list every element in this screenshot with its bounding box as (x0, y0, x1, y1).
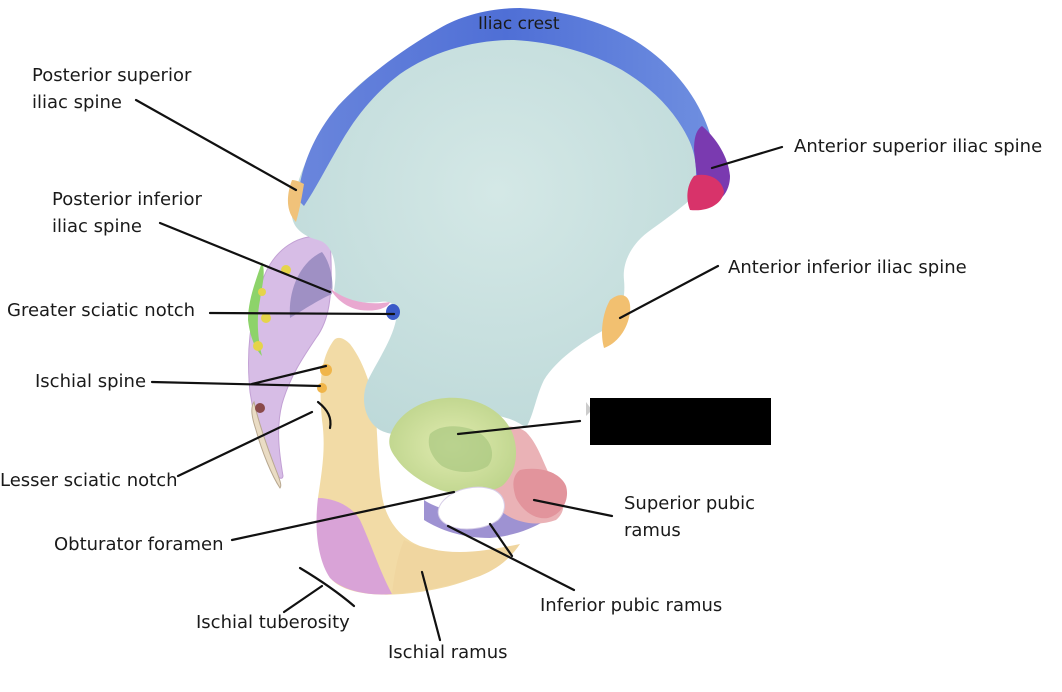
label-lesser-sciatic-notch: Lesser sciatic notch (0, 467, 178, 495)
label-posterior-superior-line2: iliac spine (32, 89, 122, 117)
label-posterior-superior-line1: Posterior superior (32, 62, 191, 90)
leader-posterior-superior (136, 100, 296, 190)
label-posterior-inferior-line2: iliac spine (52, 213, 142, 241)
leader-ischial-spine-a (152, 382, 320, 386)
label-posterior-inferior-line1: Posterior inferior (52, 186, 202, 214)
ischial-spine-bump (317, 383, 327, 393)
label-ischial-ramus: Ischial ramus (388, 639, 508, 667)
sacral-dot (258, 288, 266, 296)
label-iliac-crest: Iliac crest (478, 10, 560, 38)
label-greater-sciatic-notch: Greater sciatic notch (7, 297, 195, 325)
label-anterior-superior: Anterior superior iliac spine (794, 133, 1042, 161)
leader-lesser-sciatic-notch (178, 412, 312, 476)
redacted-label-box (590, 398, 771, 445)
label-anterior-inferior: Anterior inferior iliac spine (728, 254, 967, 282)
sacral-knob (255, 403, 265, 413)
label-superior-pubic-line2: ramus (624, 517, 681, 545)
leader-greater-sciatic-notch (210, 313, 394, 314)
ischial-ramus (392, 540, 520, 594)
label-ischial-tuberosity: Ischial tuberosity (196, 609, 350, 637)
sacral-dot (253, 341, 263, 351)
sacral-dot (261, 313, 271, 323)
label-superior-pubic-line1: Superior pubic (624, 490, 755, 518)
label-inferior-pubic-ramus: Inferior pubic ramus (540, 592, 722, 620)
leader-anterior-inferior (620, 266, 718, 318)
greater-sciatic-notch-dot (386, 304, 400, 320)
label-obturator-foramen: Obturator foramen (54, 531, 223, 559)
label-ischial-spine: Ischial spine (35, 368, 146, 396)
